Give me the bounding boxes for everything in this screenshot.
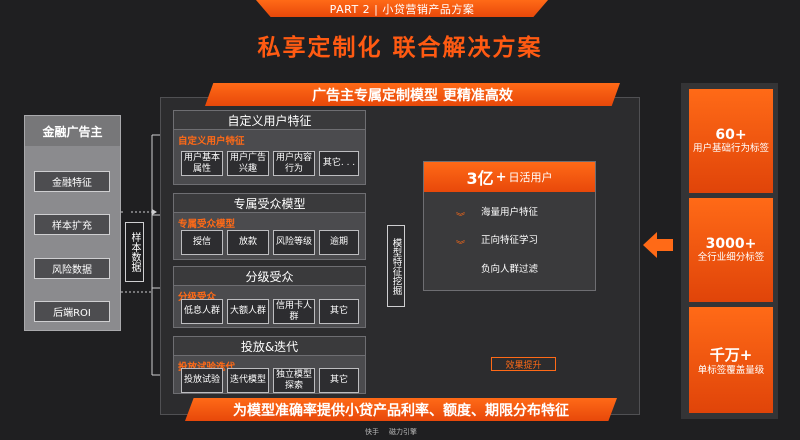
advertiser-item-feature: 金融特征 [34,171,110,192]
stat-industry-tags: 3000+ 全行业细分标签 [689,198,773,302]
advertiser-item-roi: 后端ROI [34,301,110,322]
group-title: 分级受众 [174,267,365,286]
cell-content-behavior: 用户内容行为 [273,151,315,176]
cell-low-interest: 低息人群 [181,299,223,324]
group-custom-features: 自定义用户特征 自定义用户特征 用户基本属性 用户广告兴趣 用户内容行为 其它.… [173,110,366,185]
stat-description: 全行业细分标签 [697,252,765,263]
effect-boost-tag: 效果提升 [491,357,556,371]
magnetic-engine-logo: 磁力引擎 [389,428,417,436]
cell-iterate-model: 迭代模型 [227,368,269,393]
chevron-down-icon: ︾ [456,241,466,251]
cell-overdue: 逾期 [319,230,359,255]
cell-basic-attributes: 用户基本属性 [181,151,223,176]
daily-users-label: 日活用户 [508,171,553,184]
daily-users-header: 3亿 + 日活用户 [424,162,595,192]
feature-mining-box: 模型特征挖掘 [387,225,405,307]
stat-description: 单标签覆盖量级 [697,364,765,376]
chevron-down-icon: ︾ [456,213,466,223]
stat-coverage: 千万+ 单标签覆盖量级 [689,307,773,413]
daily-users-box: 3亿 + 日活用户 ︾ 海量用户特征 ︾ 正向特征学习 负向人群过滤 [423,161,596,291]
users-row-negative: 负向人群过滤 [480,264,538,275]
cell-other: 其它 [319,368,359,393]
daily-users-plus: + [495,169,507,185]
group-subtitle: 专属受众模型 [178,219,236,230]
cell-other: 其它. . . [319,151,359,176]
users-row-positive: 正向特征学习 [480,235,538,246]
stat-number: 60+ [715,127,747,143]
advertiser-panel: 金融广告主 金融特征 样本扩充 风险数据 后端ROI [24,115,121,331]
cell-ad-interest: 用户广告兴趣 [227,151,269,176]
daily-users-count: 3亿 [466,169,494,188]
cell-other: 其它 [319,299,359,324]
group-subtitle: 分级受众 [178,292,217,303]
advertiser-item-sample: 样本扩充 [34,214,110,235]
group-audience-model: 专属受众模型 专属受众模型 授信 放款 风险等级 逾期 [173,193,366,260]
kuaishou-logo: 快手 [365,428,379,436]
users-row-features: 海量用户特征 [480,207,538,218]
cell-delivery-test: 投放试验 [181,368,223,393]
stat-number: 3000+ [705,236,757,252]
group-tiered-audience: 分级受众 分级受众 低息人群 大额人群 信用卡人群 其它 [173,266,366,328]
stat-behavior-tags: 60+ 用户基础行为标签 [689,89,773,193]
cell-loan: 放款 [227,230,269,255]
advertiser-item-risk: 风险数据 [34,258,110,279]
stat-number: 千万+ [709,345,753,364]
advertiser-title: 金融广告主 [25,116,120,146]
part-tab: PART 2 | 小贷营销产品方案 [256,0,548,17]
group-title: 专属受众模型 [174,194,365,213]
left-arrow-icon [643,232,673,258]
page-title: 私享定制化 联合解决方案 [257,35,543,61]
group-subtitle: 自定义用户特征 [178,136,245,147]
group-title: 投放&迭代 [174,337,365,356]
bottom-banner: 为模型准确率提供小贷产品利率、额度、期限分布特征 [185,398,617,421]
stat-description: 用户基础行为标签 [692,143,769,154]
cell-credit-card: 信用卡人群 [273,299,315,324]
cell-risk-level: 风险等级 [273,230,315,255]
cell-credit: 授信 [181,230,223,255]
sample-data-box: 样本数据 [125,222,144,282]
cell-independent-model: 独立模型探索 [273,368,315,393]
group-title: 自定义用户特征 [174,111,365,130]
footer-logos: 快手 磁力引擎 [365,427,417,437]
cell-large-amount: 大额人群 [227,299,269,324]
model-banner: 广告主专属定制模型 更精准高效 [205,83,620,106]
